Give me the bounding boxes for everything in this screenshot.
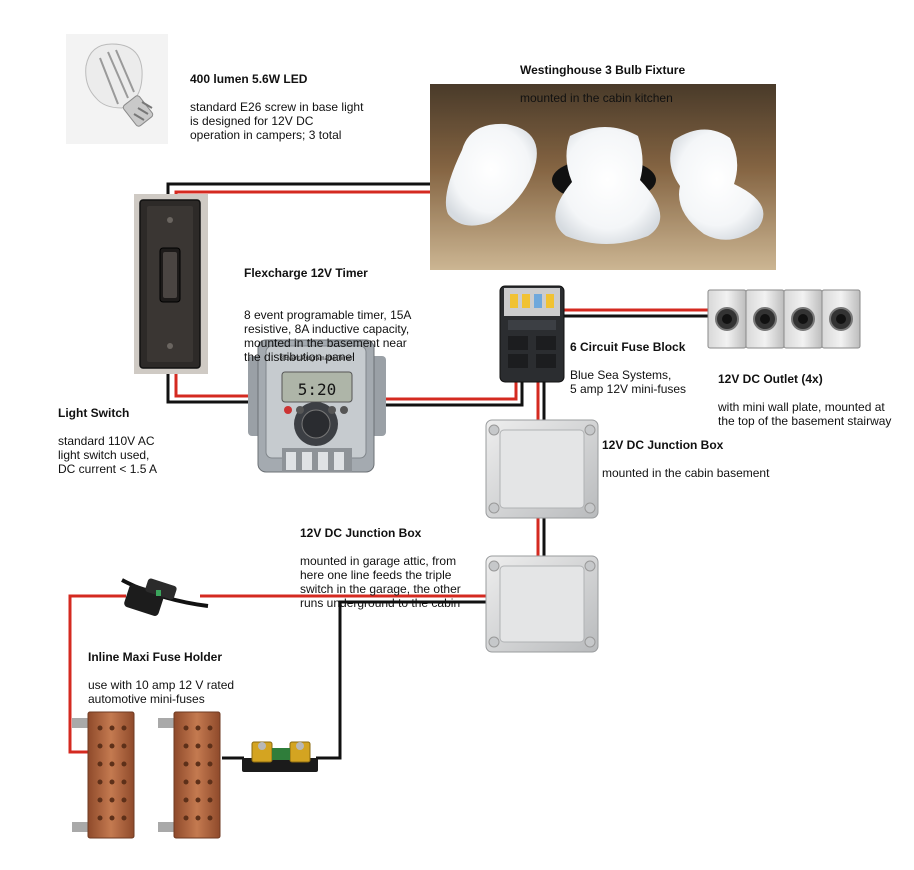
junction-box-garage-description: mounted in garage attic, from here one l… (300, 554, 461, 610)
outlets-image (707, 289, 861, 349)
wire-switch-to-fixture-red (174, 190, 440, 200)
light-switch-image (134, 194, 208, 374)
wire-timer-to-fuse-block-black (372, 380, 524, 407)
timer-display-value: 5:20 (298, 380, 337, 399)
led-bulb-description: standard E26 screw in base light is desi… (190, 100, 364, 142)
junction-box-basement-label: 12V DC Junction Box mounted in the cabin… (602, 424, 802, 494)
light-switch-label: Light Switch standard 110V AC light swit… (58, 392, 198, 490)
timer-device-label: 8 Event Programable Timer (279, 356, 352, 362)
fuse-block-label: 6 Circuit Fuse Block Blue Sea Systems, 5… (570, 326, 710, 410)
fixture-bulb-right (670, 129, 764, 240)
maxi-fuse-title: Inline Maxi Fuse Holder (88, 650, 223, 664)
fuse-block-description: Blue Sea Systems, 5 amp 12V mini-fuses (570, 368, 687, 396)
junction-box-basement-description: mounted in the cabin basement (602, 466, 770, 480)
junction-box-basement-image (485, 419, 599, 519)
fixture-bulb-center (555, 127, 661, 244)
outlet-description: with mini wall plate, mounted at the top… (718, 400, 892, 428)
junction-box-garage-title: 12V DC Junction Box (300, 526, 422, 540)
fixture-title: Westinghouse 3 Bulb Fixture (520, 63, 686, 77)
fuse-block-image (499, 285, 565, 383)
wire-fuse-holder-to-busbar-red (68, 594, 126, 754)
outlet-4 (821, 289, 861, 349)
timer-label: Flexcharge 12V Timer 8 event programable… (244, 252, 464, 378)
maxi-fuse-holder-image (121, 578, 209, 616)
fuse-block-title: 6 Circuit Fuse Block (570, 340, 686, 354)
led-bulb-label: 400 lumen 5.6W LED standard E26 screw in… (190, 58, 390, 156)
light-switch-title: Light Switch (58, 406, 130, 420)
busbar-negative-image (158, 711, 221, 839)
maxi-fuse-label: Inline Maxi Fuse Holder use with 10 amp … (88, 636, 278, 720)
timer-title: Flexcharge 12V Timer (244, 266, 368, 280)
outlet-label: 12V DC Outlet (4x) with mini wall plate,… (718, 358, 910, 442)
outlet-3 (783, 289, 823, 349)
wire-timer-to-fuse-block-red (372, 380, 518, 401)
outlet-1 (707, 289, 747, 349)
fixture-label: Westinghouse 3 Bulb Fixture mounted in t… (520, 49, 760, 119)
junction-box-garage-label: 12V DC Junction Box mounted in garage at… (300, 512, 490, 624)
maxi-fuse-description: use with 10 amp 12 V rated automotive mi… (88, 678, 235, 706)
fixture-bulb-left (445, 123, 537, 226)
light-switch-description: standard 110V AC light switch used, DC c… (58, 434, 158, 476)
timer-image: 5:20 8 Event Programable Timer (248, 339, 386, 473)
outlet-2 (745, 289, 785, 349)
fixture-image (430, 84, 776, 270)
outlet-title: 12V DC Outlet (4x) (718, 372, 823, 386)
wires (68, 182, 720, 760)
led-bulb-image (66, 34, 168, 144)
wire-garage-box-to-shunt-black (316, 600, 490, 760)
busbar-positive-image (72, 711, 135, 839)
junction-box-basement-title: 12V DC Junction Box (602, 438, 724, 452)
led-bulb-title: 400 lumen 5.6W LED (190, 72, 308, 86)
junction-box-garage-image (485, 555, 599, 653)
timer-description: 8 event programable timer, 15A resistive… (244, 308, 412, 364)
fixture-description: mounted in the cabin kitchen (520, 91, 673, 105)
shunt-image (242, 741, 318, 772)
